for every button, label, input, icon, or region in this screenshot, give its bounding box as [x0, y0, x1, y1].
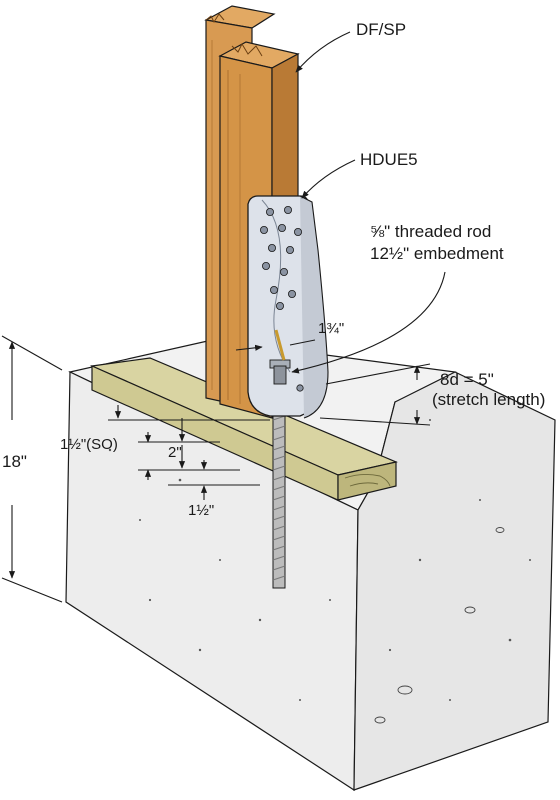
lumber-label: DF/SP — [356, 20, 407, 39]
so-dimension-label: 1½"(SO) — [60, 436, 118, 453]
depth-dimension-label: 18" — [2, 452, 27, 471]
concrete-aggregate — [99, 379, 531, 724]
stretch-length-label: (stretch length) — [432, 390, 546, 409]
holdown-label: HDUE5 — [360, 150, 418, 169]
edge-dimension-label: 1½" — [188, 502, 215, 519]
rod-spec-label: ⅝" threaded rod — [370, 222, 492, 241]
rod-embedment-label: 12½" embedment — [370, 244, 504, 263]
offset-dimension-label: 1¾" — [318, 320, 345, 337]
threaded-anchor-rod — [272, 377, 286, 589]
sill-dimension-label: 2" — [168, 444, 182, 461]
stretch-dimension-label: 8d = 5" — [440, 370, 494, 389]
hdue5-holdown — [247, 195, 329, 419]
leader-lines — [1, 31, 446, 603]
